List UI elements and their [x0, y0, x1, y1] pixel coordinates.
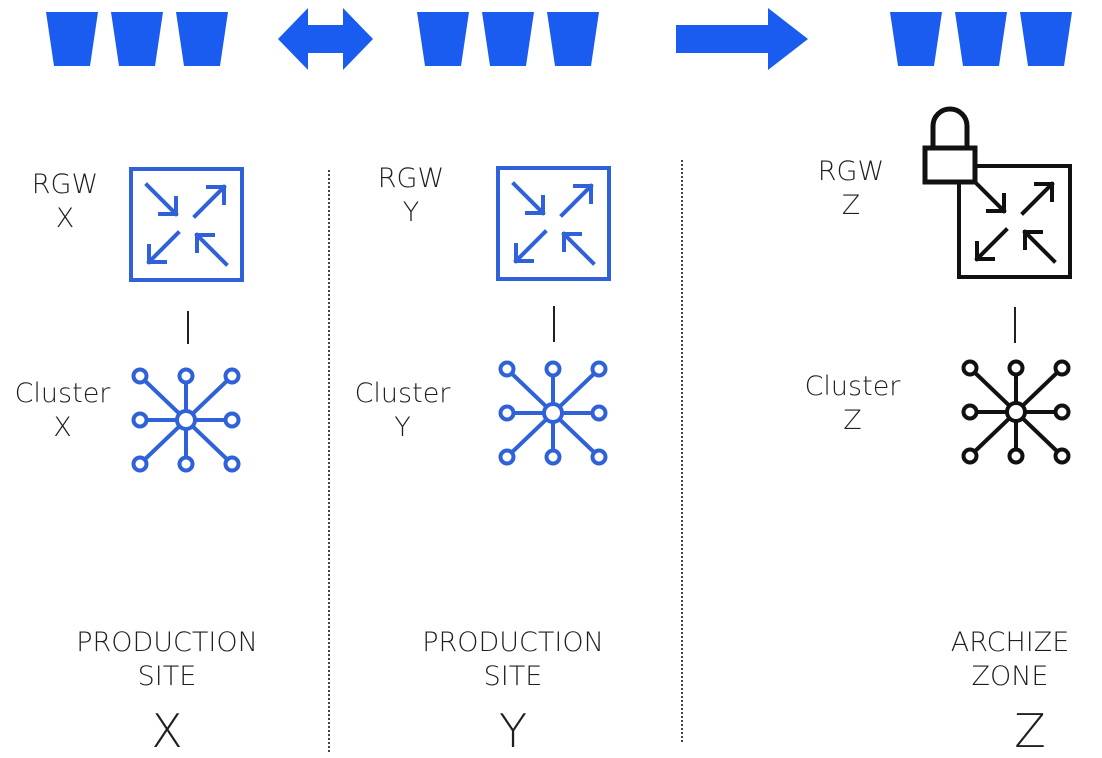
cluster-network-icon [961, 359, 1071, 465]
cluster-hub [175, 409, 197, 431]
cluster-link [191, 424, 229, 461]
cluster-link [510, 417, 548, 454]
cluster-node [131, 455, 149, 473]
cluster-node [223, 455, 241, 473]
cluster-node [223, 411, 241, 429]
cluster-link [510, 372, 548, 409]
cluster-node [590, 448, 608, 466]
lock-icon [922, 106, 978, 185]
site-letter: Z [1014, 704, 1046, 758]
cluster-link [1021, 416, 1059, 453]
connector-line [187, 311, 189, 344]
cluster-node [1007, 359, 1025, 377]
cluster-node [177, 367, 195, 385]
bucket-icon [1020, 12, 1072, 66]
cluster-link [973, 371, 1011, 408]
cluster-hub [1005, 401, 1027, 423]
bucket-icon [111, 12, 163, 66]
bucket-icon [417, 12, 469, 66]
connector-line [553, 306, 555, 342]
cluster-node [544, 360, 562, 378]
cluster-link [1021, 371, 1059, 408]
cluster-link [558, 417, 596, 454]
cluster-link [191, 379, 229, 416]
cluster-node [544, 448, 562, 466]
bidirectional-arrow-icon [278, 8, 373, 70]
cluster-node [177, 455, 195, 473]
site-divider [328, 170, 330, 752]
cluster-link [143, 424, 181, 461]
gateway-arrows-icon [496, 166, 611, 281]
cluster-hub [542, 402, 564, 424]
cluster-node [590, 404, 608, 422]
connector-line [1014, 307, 1016, 343]
cluster-network-icon [498, 360, 608, 466]
bucket-icon [890, 12, 942, 66]
cluster-node [1053, 359, 1071, 377]
gateway-arrows-icon [129, 167, 244, 282]
cluster-node [223, 367, 241, 385]
bucket-icon [46, 12, 98, 66]
cluster-node [131, 411, 149, 429]
site-divider [681, 160, 683, 742]
right-arrow-icon [676, 8, 808, 70]
bucket-icon [547, 12, 599, 66]
cluster-node [961, 359, 979, 377]
cluster-link [973, 416, 1011, 453]
cluster-node [498, 404, 516, 422]
cluster-node [498, 448, 516, 466]
cluster-node [1053, 403, 1071, 421]
gateway-arrows-icon [957, 164, 1072, 279]
bucket-icon [955, 12, 1007, 66]
cluster-node [498, 360, 516, 378]
cluster-node [131, 367, 149, 385]
cluster-node [1053, 447, 1071, 465]
cluster-node [961, 403, 979, 421]
bucket-icon [482, 12, 534, 66]
cluster-network-icon [131, 367, 241, 473]
cluster-node [1007, 447, 1025, 465]
cluster-node [590, 360, 608, 378]
cluster-link [558, 372, 596, 409]
site-letter: X [151, 704, 183, 758]
bucket-icon [176, 12, 228, 66]
cluster-link [143, 379, 181, 416]
cluster-node [961, 447, 979, 465]
site-letter: Y [498, 704, 528, 758]
